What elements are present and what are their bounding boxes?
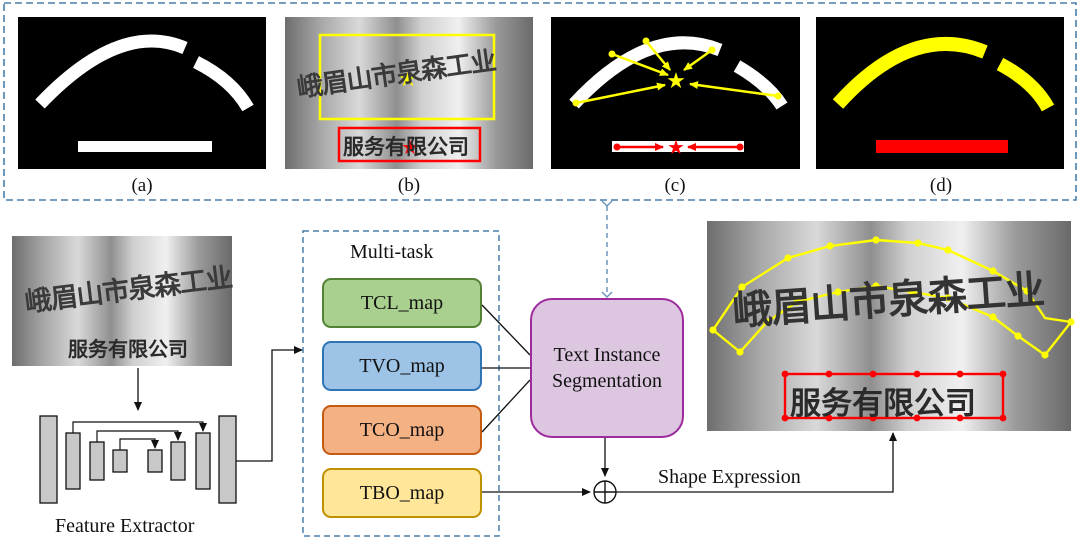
skip-connections <box>72 421 207 450</box>
svg-text:★: ★ <box>666 68 686 93</box>
caption-d: (d) <box>929 175 953 196</box>
caption-c: (c) <box>664 175 686 196</box>
panel-b-annotated-image: ★ ★ <box>285 17 533 169</box>
feature-extractor <box>39 415 237 504</box>
text-instance-segmentation-box: Text Instance Segmentation <box>530 298 684 438</box>
input-image <box>12 236 232 366</box>
shape-expression-arrow <box>616 432 897 493</box>
panel-d-tbo-map <box>816 17 1064 169</box>
svg-text:★: ★ <box>667 137 685 159</box>
caption-a: (a) <box>131 175 153 196</box>
panel-b-sign-bottom-text: 服务有限公司 <box>343 135 469 159</box>
caption-b: (b) <box>397 175 421 196</box>
feature-extractor-label: Feature Extractor <box>55 515 195 537</box>
tbo-map-box: TBO_map <box>322 468 482 518</box>
multitask-title: Multi-task <box>350 241 434 263</box>
svg-text:★: ★ <box>398 66 418 91</box>
panel-c-tvo-map: ★ ★ <box>551 17 800 169</box>
shape-expression-label: Shape Expression <box>658 466 801 488</box>
tco-map-box: TCO_map <box>322 405 482 455</box>
maps-to-segmentation-lines <box>481 304 531 433</box>
tcl-map-box: TCL_map <box>322 278 482 328</box>
panels-dashed-border <box>3 2 1077 201</box>
input-image-bottom-text: 服务有限公司 <box>68 337 188 361</box>
combine-operator <box>593 480 617 504</box>
panel-a-tcl-mask <box>18 17 266 169</box>
output-image <box>707 221 1075 431</box>
output-image-bottom-text: 服务有限公司 <box>790 386 976 422</box>
svg-text:★: ★ <box>401 137 419 159</box>
tvo-map-box: TVO_map <box>322 341 482 391</box>
extractor-to-multitask-arrow <box>236 346 303 462</box>
